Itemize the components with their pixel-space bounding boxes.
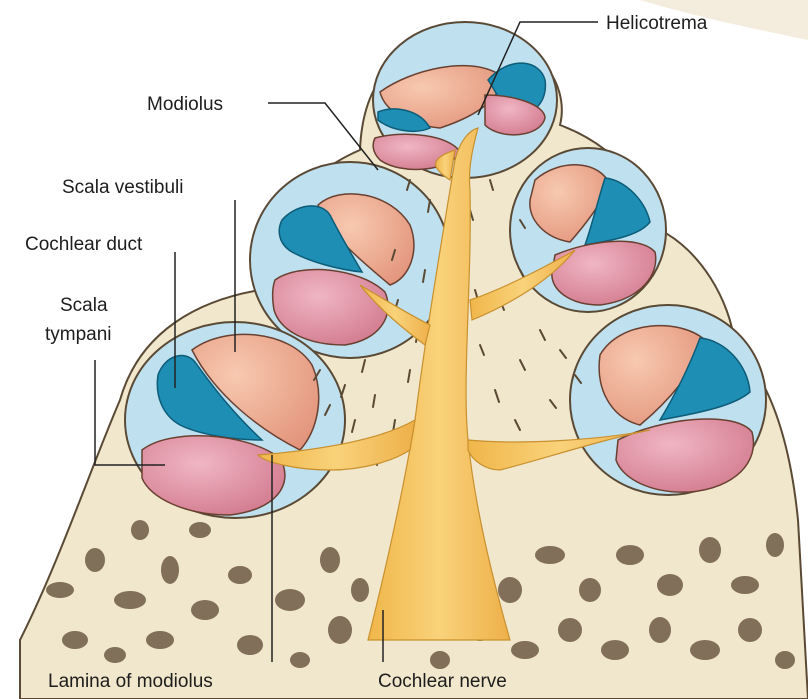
- label-scala-tympani-line1: Scala: [60, 295, 108, 316]
- label-cochlear-nerve: Cochlear nerve: [378, 671, 507, 692]
- label-modiolus: Modiolus: [147, 94, 223, 115]
- label-scala-tympani-line2: tympani: [45, 324, 112, 345]
- label-lamina-of-modiolus: Lamina of modiolus: [48, 671, 213, 692]
- label-helicotrema: Helicotrema: [606, 13, 708, 34]
- label-cochlear-duct: Cochlear duct: [25, 234, 143, 255]
- label-scala-vestibuli: Scala vestibuli: [62, 177, 183, 198]
